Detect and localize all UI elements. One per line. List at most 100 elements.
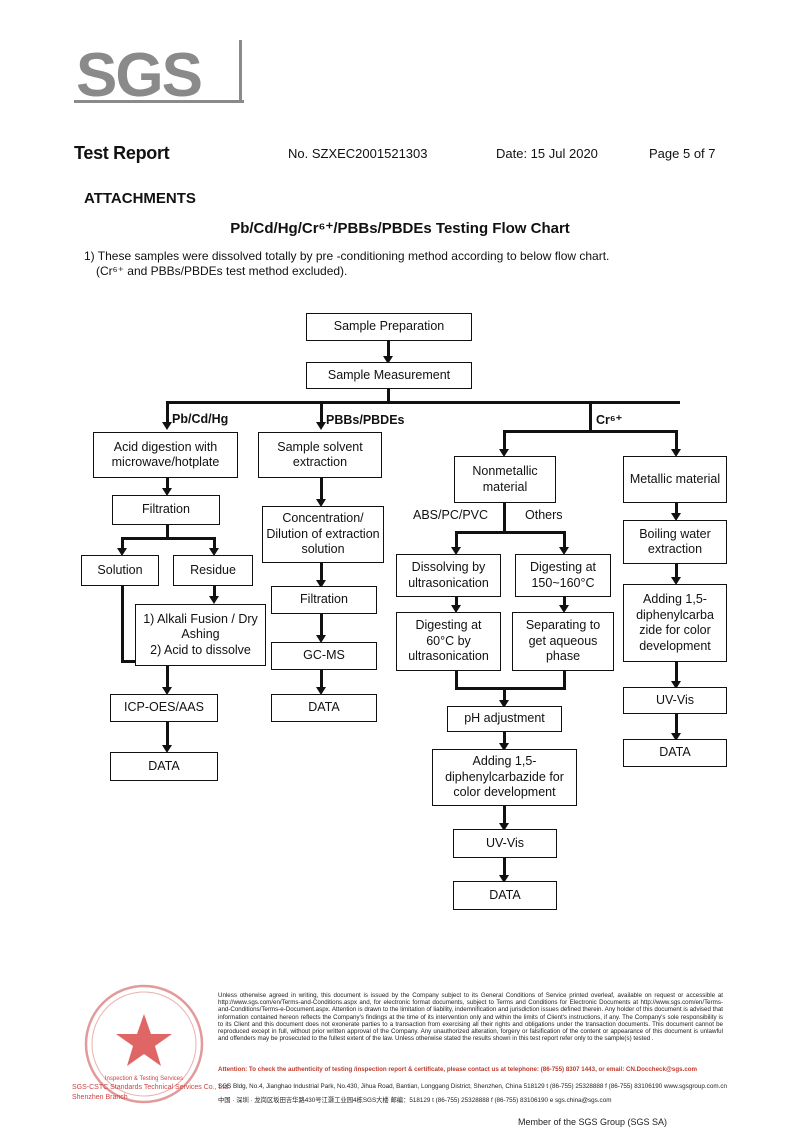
sample-solvent-box: Sample solvent extraction <box>258 432 382 478</box>
connector <box>166 722 169 746</box>
nonmetallic-box: Nonmetallic material <box>454 456 556 503</box>
data-box-right: DATA <box>623 739 727 767</box>
metallic-box: Metallic material <box>623 456 727 503</box>
connector <box>563 531 566 551</box>
connector <box>166 401 680 404</box>
connector <box>387 387 390 403</box>
arrow-icon <box>383 356 393 364</box>
intro-line-2: (Cr⁶⁺ and PBBs/PBDEs test method exclude… <box>96 264 348 278</box>
boiling-water-box: Boiling water extraction <box>623 520 727 564</box>
adding-diphenylcarbazide-right-box: Adding 1,5- diphenylcarba zide for color… <box>623 584 727 662</box>
connector <box>121 586 124 662</box>
arrow-icon <box>162 745 172 753</box>
icp-oes-aas-box: ICP-OES/AAS <box>110 694 218 722</box>
arrow-icon <box>451 547 461 555</box>
concentration-box: Concentration/ Dilution of extraction so… <box>262 506 384 563</box>
connector <box>675 430 678 450</box>
others-label: Others <box>525 508 563 522</box>
adding-diphenylcarbazide-box: Adding 1,5- diphenylcarbazide for color … <box>432 749 577 806</box>
connector <box>213 537 216 549</box>
connector <box>503 503 506 533</box>
connector <box>503 732 506 744</box>
connector <box>166 660 169 688</box>
seal-text-2: Shenzhen Branch <box>72 1094 128 1101</box>
connector <box>455 531 458 551</box>
member-of-sgs-group: Member of the SGS Group (SGS SA) <box>518 1117 668 1127</box>
sample-measurement-box: Sample Measurement <box>306 362 472 389</box>
arrow-icon <box>316 635 326 643</box>
data-box-metals: DATA <box>110 752 218 781</box>
uv-vis-box-center: UV-Vis <box>453 829 557 858</box>
page-indicator: Page 5 of 7 <box>649 146 716 161</box>
arrow-icon <box>499 700 509 708</box>
arrow-icon <box>671 577 681 585</box>
arrow-icon <box>671 449 681 457</box>
acid-digestion-box: Acid digestion with microwave/hotplate <box>93 432 238 478</box>
authenticity-attention: Attention: To check the authenticity of … <box>218 1066 698 1073</box>
company-seal: Inspection & Testing Services <box>84 984 204 1104</box>
connector <box>320 401 323 423</box>
filtration-box-1: Filtration <box>112 495 220 525</box>
arrow-icon <box>316 422 326 430</box>
arrow-icon <box>209 548 219 556</box>
data-box-center: DATA <box>453 881 557 910</box>
connector <box>166 478 169 490</box>
connector <box>675 714 678 734</box>
connector <box>675 564 678 578</box>
connector <box>166 525 169 539</box>
connector <box>387 340 390 358</box>
connector <box>503 858 506 876</box>
arrow-icon <box>499 875 509 883</box>
data-box-pbb: DATA <box>271 694 377 722</box>
branch-label-cr6: Cr⁶⁺ <box>596 413 623 427</box>
connector <box>503 806 506 824</box>
seal-center-label: Inspection & Testing Services <box>105 1076 183 1082</box>
connector <box>213 586 216 598</box>
arrow-icon <box>671 733 681 741</box>
ph-adjustment-box: pH adjustment <box>447 706 562 732</box>
connector <box>320 563 323 581</box>
sgs-logo: SGS <box>74 40 244 106</box>
arrow-icon <box>671 681 681 689</box>
seal-text-1: SGS-CSTC Standards Technical Services Co… <box>72 1084 231 1091</box>
connector <box>563 597 566 607</box>
residue-box: Residue <box>173 555 253 586</box>
digesting-60-box: Digesting at 60°C by ultrasonication <box>396 612 501 671</box>
arrow-icon <box>559 547 569 555</box>
connector <box>563 671 566 689</box>
arrow-icon <box>162 488 172 496</box>
connector <box>503 430 506 450</box>
connector <box>675 503 678 515</box>
connector <box>503 687 506 701</box>
connector <box>455 687 566 690</box>
intro-text: 1) These samples were dissolved totally … <box>84 249 609 279</box>
report-number: No. SZXEC2001521303 <box>288 146 428 161</box>
gc-ms-box: GC-MS <box>271 642 377 670</box>
alkali-fusion-box: 1) Alkali Fusion / Dry Ashing 2) Acid to… <box>135 604 266 666</box>
arrow-icon <box>162 422 172 430</box>
connector <box>455 671 458 689</box>
intro-line-1: 1) These samples were dissolved totally … <box>84 249 610 263</box>
connector <box>675 662 678 682</box>
arrow-icon <box>209 596 219 604</box>
connector <box>455 531 566 534</box>
digesting-150-box: Digesting at 150~160°C <box>515 554 611 597</box>
connector <box>455 597 458 607</box>
address-english: SGS Bldg, No.4, Jianghao Industrial Park… <box>218 1083 727 1090</box>
arrow-icon <box>316 580 326 588</box>
uv-vis-box-right: UV-Vis <box>623 687 727 714</box>
logo-text: SGS <box>76 41 201 106</box>
arrow-icon <box>499 743 509 751</box>
filtration-box-2: Filtration <box>271 586 377 614</box>
connector <box>503 430 678 433</box>
arrow-icon <box>316 687 326 695</box>
address-chinese: 中国 · 深圳 · 龙岗区坂田吉华路430号江灏工业园4栋SGS大楼 邮编：51… <box>218 1097 612 1104</box>
arrow-icon <box>117 548 127 556</box>
arrow-icon <box>316 499 326 507</box>
sample-preparation-box: Sample Preparation <box>306 313 472 341</box>
arrow-icon <box>499 823 509 831</box>
arrow-icon <box>671 513 681 521</box>
connector <box>320 614 323 636</box>
report-date: Date: 15 Jul 2020 <box>496 146 598 161</box>
attachments-heading: ATTACHMENTS <box>84 190 196 207</box>
